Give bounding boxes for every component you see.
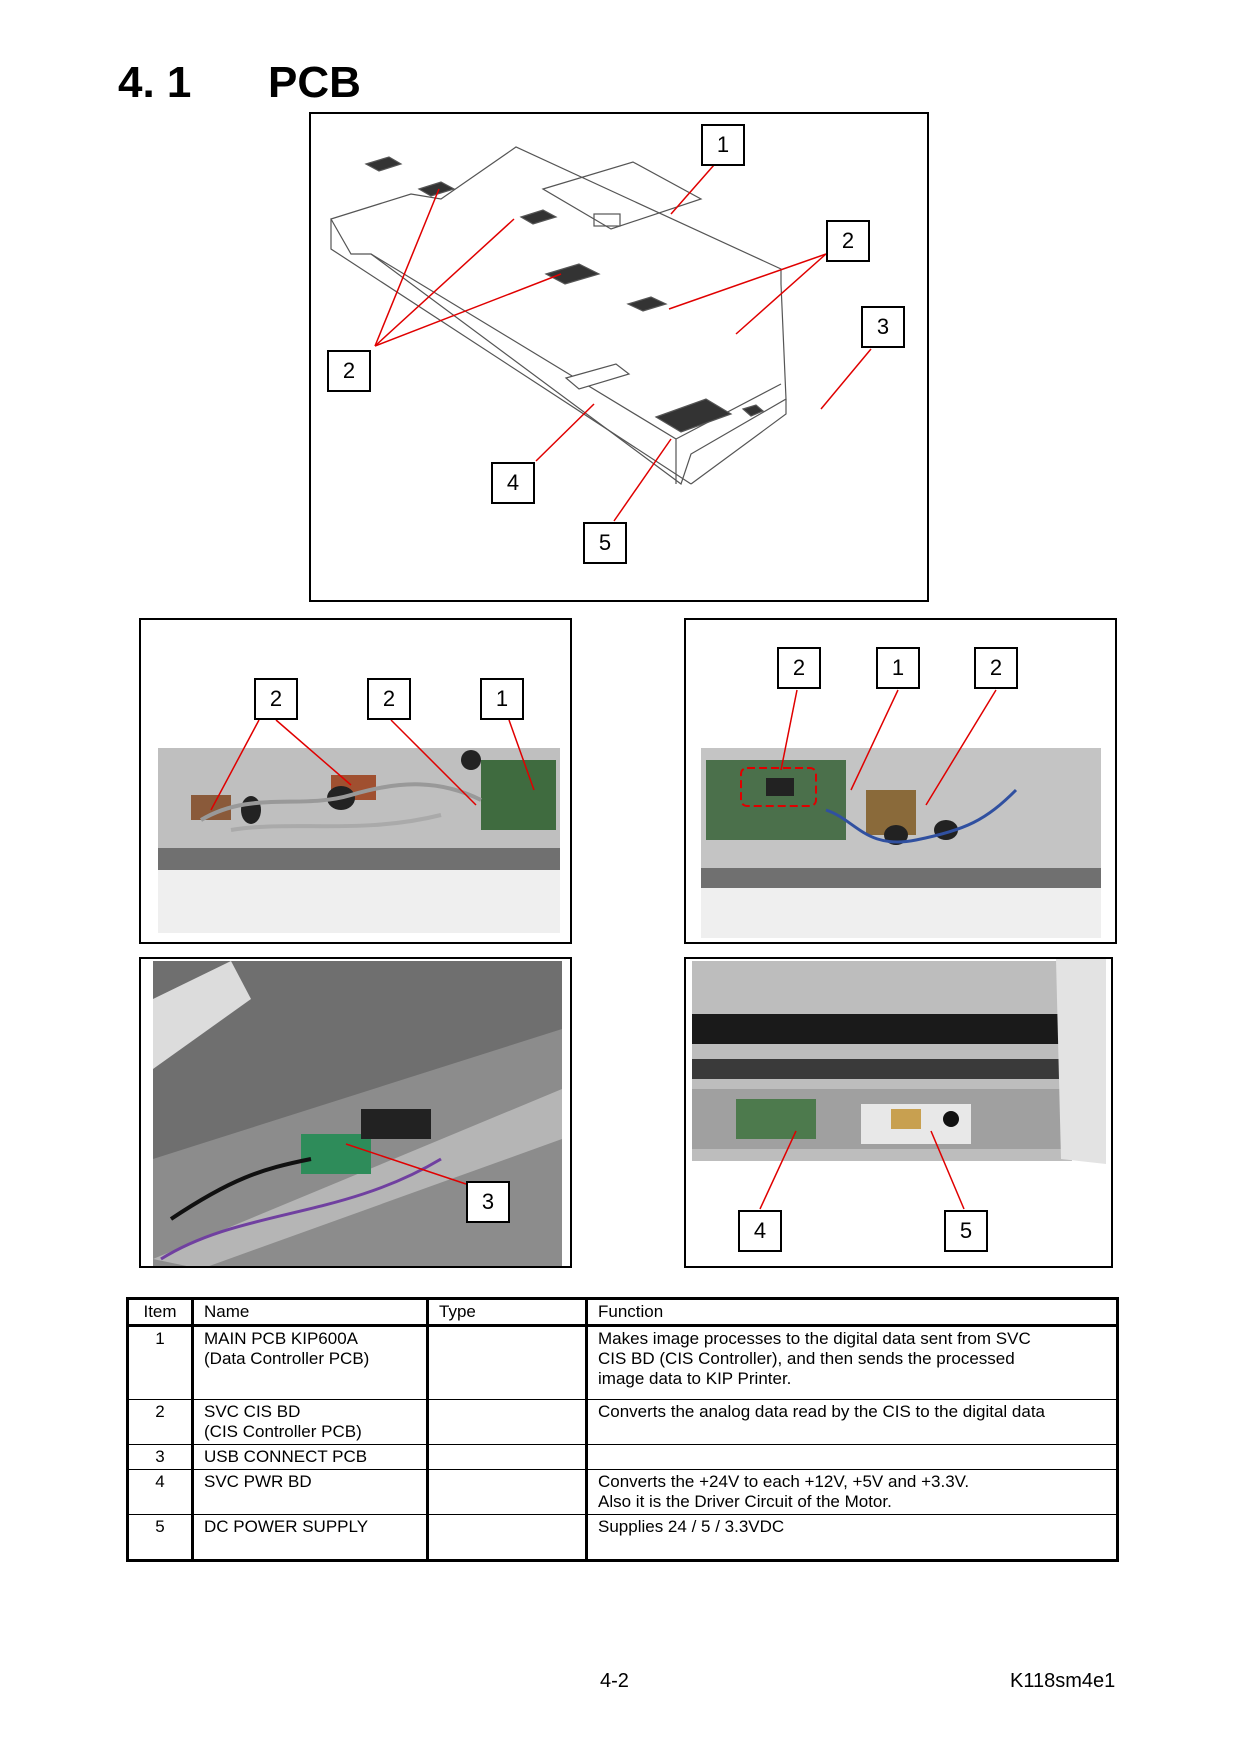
photo-bottom-right-callout-5: 5	[944, 1210, 988, 1252]
section-number: 4. 1	[118, 58, 192, 107]
cell-item: 2	[126, 1399, 194, 1445]
diagram-leader-lines	[374, 164, 872, 522]
diagram-callout-5: 5	[583, 522, 627, 564]
photo-usb-connect-pcb	[153, 961, 562, 1266]
photo-top-left-callout-1: 1	[480, 678, 524, 720]
photo-top-right-callout-1: 1	[876, 647, 920, 689]
photo-power-boards	[692, 959, 1106, 1164]
name-line: SVC PWR BD	[204, 1472, 312, 1491]
photo-bottom-left: 3	[139, 957, 572, 1268]
cell-name: MAIN PCB KIP600A (Data Controller PCB)	[191, 1325, 429, 1400]
photo-main-pcb-right	[701, 748, 1101, 938]
cell-function: Converts the +24V to each +12V, +5V and …	[585, 1469, 1119, 1515]
photo-top-right: 2 1 2	[684, 618, 1117, 944]
cell-type	[426, 1399, 588, 1445]
cell-item: 3	[126, 1444, 194, 1470]
photo-bottom-right-callout-4: 4	[738, 1210, 782, 1252]
pcb-parts-table: Item Name Type Function 1 MAIN PCB KIP60…	[126, 1297, 1119, 1562]
table-row: 4 SVC PWR BD Converts the +24V to each +…	[126, 1469, 1119, 1515]
photo-top-right-callout-2a: 2	[777, 647, 821, 689]
photo-top-left-leader-lines	[210, 719, 535, 811]
cell-item: 5	[126, 1514, 194, 1561]
function-line: Supplies 24 / 5 / 3.3VDC	[598, 1517, 785, 1536]
diagram-callout-3: 3	[861, 306, 905, 348]
header-type: Type	[426, 1298, 588, 1327]
table-row: 2 SVC CIS BD (CIS Controller PCB) Conver…	[126, 1399, 1119, 1445]
name-line: MAIN PCB KIP600A	[204, 1329, 359, 1348]
name-line: SVC CIS BD	[204, 1402, 301, 1421]
photo-top-right-leader-lines	[780, 689, 997, 806]
photo-cis-boards-left	[158, 748, 560, 933]
cell-type	[426, 1325, 588, 1400]
function-line: Makes image processes to the digital dat…	[598, 1329, 1031, 1348]
photo-bottom-right: 4 5	[684, 957, 1113, 1268]
function-line: CIS BD (CIS Controller), and then sends …	[598, 1349, 1015, 1368]
diagram-callout-1: 1	[701, 124, 745, 166]
diagram-callout-2-right: 2	[826, 220, 870, 262]
photo-bottom-left-callout-3: 3	[466, 1181, 510, 1223]
function-line: Also it is the Driver Circuit of the Mot…	[598, 1492, 892, 1511]
function-line: Converts the +24V to each +12V, +5V and …	[598, 1472, 970, 1491]
pcb-location-diagram: 1 2 3 2 4 5	[309, 112, 929, 602]
header-item: Item	[126, 1298, 194, 1327]
cell-type	[426, 1444, 588, 1470]
page-number: 4-2	[600, 1670, 629, 1692]
function-line: image data to KIP Printer.	[598, 1369, 792, 1388]
name-line: (CIS Controller PCB)	[204, 1422, 362, 1441]
scanner-chassis-drawing	[330, 146, 787, 485]
photo-bottom-right-leader-lines	[759, 1130, 965, 1210]
function-line	[598, 1447, 1106, 1467]
function-line: Converts the analog data read by the CIS…	[598, 1402, 1046, 1421]
cell-item: 4	[126, 1469, 194, 1515]
header-function: Function	[585, 1298, 1119, 1327]
diagram-callout-2-left: 2	[327, 350, 371, 392]
photo-top-left-callout-2a: 2	[254, 678, 298, 720]
name-line: (Data Controller PCB)	[204, 1349, 370, 1368]
cell-item: 1	[126, 1325, 194, 1400]
document-code: K118sm4e1	[1010, 1670, 1116, 1692]
cell-function: Converts the analog data read by the CIS…	[585, 1399, 1119, 1445]
name-line: USB CONNECT PCB	[204, 1447, 368, 1466]
cell-name: SVC PWR BD	[191, 1469, 429, 1515]
table-header-row: Item Name Type Function	[126, 1298, 1119, 1327]
header-name: Name	[191, 1298, 429, 1327]
cell-name: DC POWER SUPPLY	[191, 1514, 429, 1561]
cell-function: Makes image processes to the digital dat…	[585, 1325, 1119, 1400]
diagram-callout-4: 4	[491, 462, 535, 504]
table-row: 5 DC POWER SUPPLY Supplies 24 / 5 / 3.3V…	[126, 1514, 1119, 1561]
cell-type	[426, 1469, 588, 1515]
photo-top-left-callout-2b: 2	[367, 678, 411, 720]
table-row: 1 MAIN PCB KIP600A (Data Controller PCB)…	[126, 1325, 1119, 1400]
cell-function: Supplies 24 / 5 / 3.3VDC	[585, 1514, 1119, 1561]
photo-bottom-left-leader-lines	[345, 1143, 467, 1185]
cell-name: USB CONNECT PCB	[191, 1444, 429, 1470]
cell-type	[426, 1514, 588, 1561]
table-row: 3 USB CONNECT PCB	[126, 1444, 1119, 1470]
name-line: DC POWER SUPPLY	[204, 1517, 369, 1536]
photo-top-right-callout-2b: 2	[974, 647, 1018, 689]
photo-top-left: 2 2 1	[139, 618, 572, 944]
cell-name: SVC CIS BD (CIS Controller PCB)	[191, 1399, 429, 1445]
cell-function	[585, 1444, 1119, 1470]
section-title: PCB	[268, 58, 361, 107]
